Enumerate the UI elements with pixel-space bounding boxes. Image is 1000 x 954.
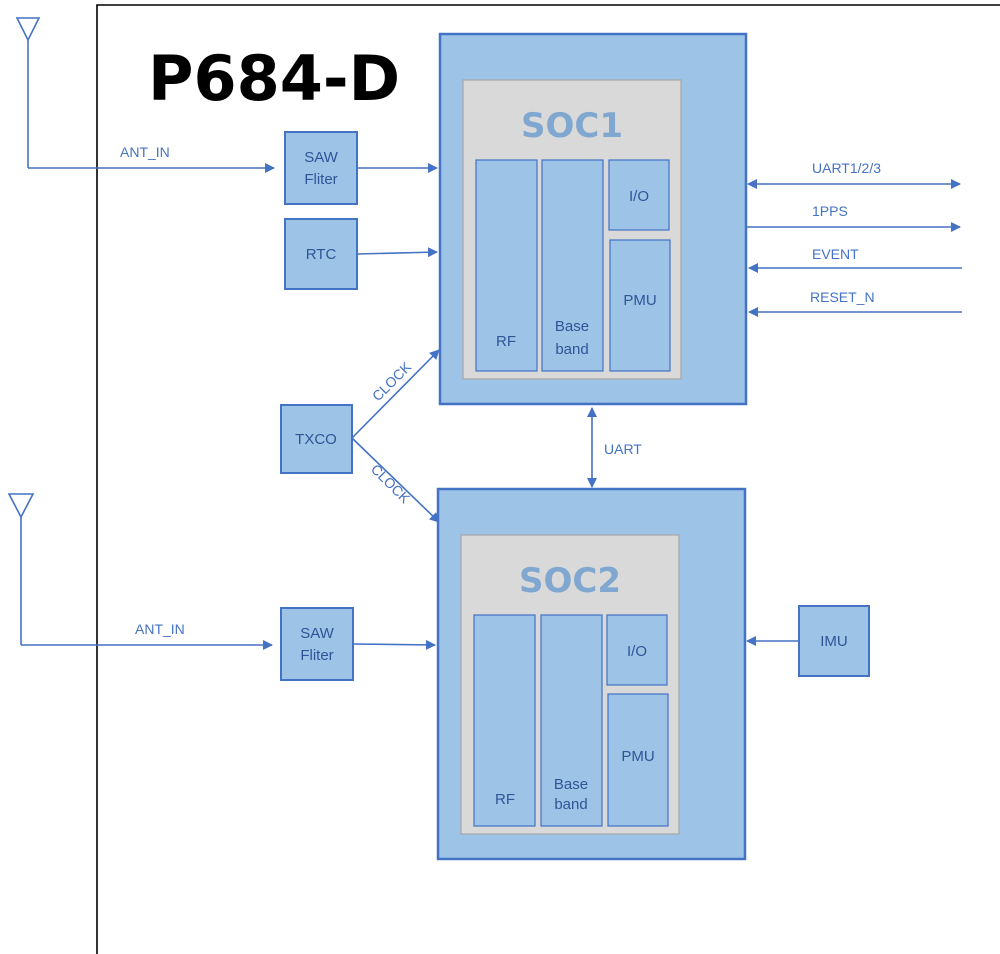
uart-label: UART xyxy=(604,441,642,457)
soc2-rf xyxy=(473,614,536,827)
clock-wire-1 xyxy=(351,349,440,439)
soc1-block: SOC1 RF Base band I/O PMU xyxy=(438,32,748,406)
soc1-baseband xyxy=(541,159,604,372)
soc1-pmu-label: PMU xyxy=(623,292,656,309)
soc2-pmu xyxy=(607,693,669,827)
saw-filter-1: SAW Fliter xyxy=(284,131,358,205)
soc1-pmu xyxy=(609,239,671,372)
board-outline xyxy=(96,4,1000,954)
txco-block: TXCO xyxy=(280,404,353,474)
soc1-title: SOC1 xyxy=(521,106,623,146)
soc2-io-label: I/O xyxy=(627,643,647,660)
soc2-pmu-label: PMU xyxy=(621,748,654,765)
saw-filter-1-line2: Fliter xyxy=(304,171,337,188)
saw-filter-1-line1: SAW xyxy=(304,149,338,166)
rtc-block: RTC xyxy=(284,218,358,290)
saw-filter-2: SAW Fliter xyxy=(280,607,354,681)
antenna-1-icon xyxy=(15,17,41,168)
imu-block: IMU xyxy=(798,605,870,677)
soc1-rf-label: RF xyxy=(496,333,516,350)
soc1-rf xyxy=(475,159,538,372)
soc2-block: SOC2 RF Base band I/O PMU xyxy=(436,487,747,861)
rtc-to-soc1-wire xyxy=(356,247,438,258)
ant-in-1-label: ANT_IN xyxy=(120,144,170,160)
soc2-baseband-line1: Base xyxy=(554,776,588,793)
soc2-title: SOC2 xyxy=(519,561,621,601)
clock-label-2: CLOCK xyxy=(368,461,414,507)
imu-label: IMU xyxy=(820,633,848,650)
soc1-io-label: I/O xyxy=(629,188,649,205)
soc2-baseband-line2: band xyxy=(554,796,587,813)
soc1-baseband-line1: Base xyxy=(555,318,589,335)
saw-filter-2-line1: SAW xyxy=(300,625,334,642)
soc2-baseband xyxy=(540,614,603,827)
antenna-2-icon xyxy=(7,493,35,645)
board-title: P684-D xyxy=(148,42,400,115)
saw-filter-2-line2: Fliter xyxy=(300,647,333,664)
rtc-label: RTC xyxy=(306,246,337,263)
soc2-rf-label: RF xyxy=(495,791,515,808)
soc2-io xyxy=(606,614,668,686)
txco-label: TXCO xyxy=(295,431,337,448)
uart123-label: UART1/2/3 xyxy=(812,160,881,176)
pps-label: 1PPS xyxy=(812,203,848,219)
saw2-to-soc2-wire xyxy=(352,639,436,650)
ant-in-2-label: ANT_IN xyxy=(135,621,185,637)
soc1-baseband-line2: band xyxy=(555,341,588,358)
event-label: EVENT xyxy=(812,246,859,262)
soc1-io xyxy=(608,159,670,231)
reset-label: RESET_N xyxy=(810,289,875,305)
clock-wire-2 xyxy=(351,437,440,523)
